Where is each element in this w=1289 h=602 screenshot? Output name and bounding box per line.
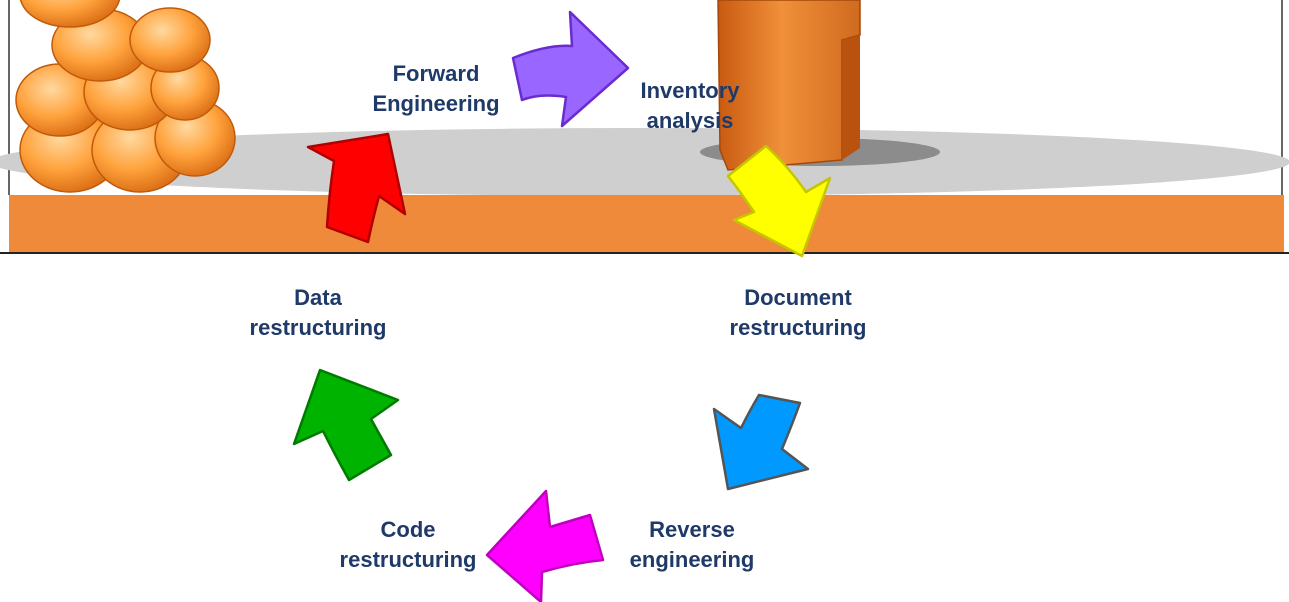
label-line: analysis — [646, 108, 734, 133]
label-line: Engineering — [372, 91, 500, 116]
label-line: Inventory — [640, 78, 740, 103]
inventory-analysis-arrow — [726, 144, 832, 258]
document-restructuring-arrow — [712, 393, 810, 491]
reverse-engineering-label: Reverse engineering — [612, 515, 772, 575]
label-line: Code — [380, 517, 436, 542]
data-restructuring-label: Data restructuring — [228, 283, 408, 343]
label-line: Reverse — [649, 517, 735, 542]
orange-block-side — [842, 35, 860, 160]
label-line: engineering — [629, 547, 755, 572]
document-restructuring-label: Document restructuring — [708, 283, 888, 343]
forward-engineering-label: Forward Engineering — [356, 59, 516, 119]
orange-floor-band — [9, 195, 1284, 252]
label-line: Document — [744, 285, 852, 310]
orange-balls-stack — [15, 0, 236, 193]
data-restructuring-arrow — [306, 132, 407, 244]
forward-engineering-arrow — [511, 10, 630, 128]
orange-ball — [19, 0, 121, 28]
label-line: Data — [294, 285, 342, 310]
cycle-arrows — [292, 10, 832, 602]
orange-block — [717, 0, 861, 171]
code-restructuring-label: Code restructuring — [318, 515, 498, 575]
reverse-engineering-arrow — [485, 489, 605, 602]
label-line: restructuring — [249, 315, 387, 340]
inventory-analysis-label: Inventory analysis — [615, 76, 765, 136]
orange-ball — [129, 7, 211, 73]
label-line: restructuring — [729, 315, 867, 340]
label-line: restructuring — [339, 547, 477, 572]
code-restructuring-arrow — [292, 368, 400, 482]
label-line: Forward — [392, 61, 480, 86]
